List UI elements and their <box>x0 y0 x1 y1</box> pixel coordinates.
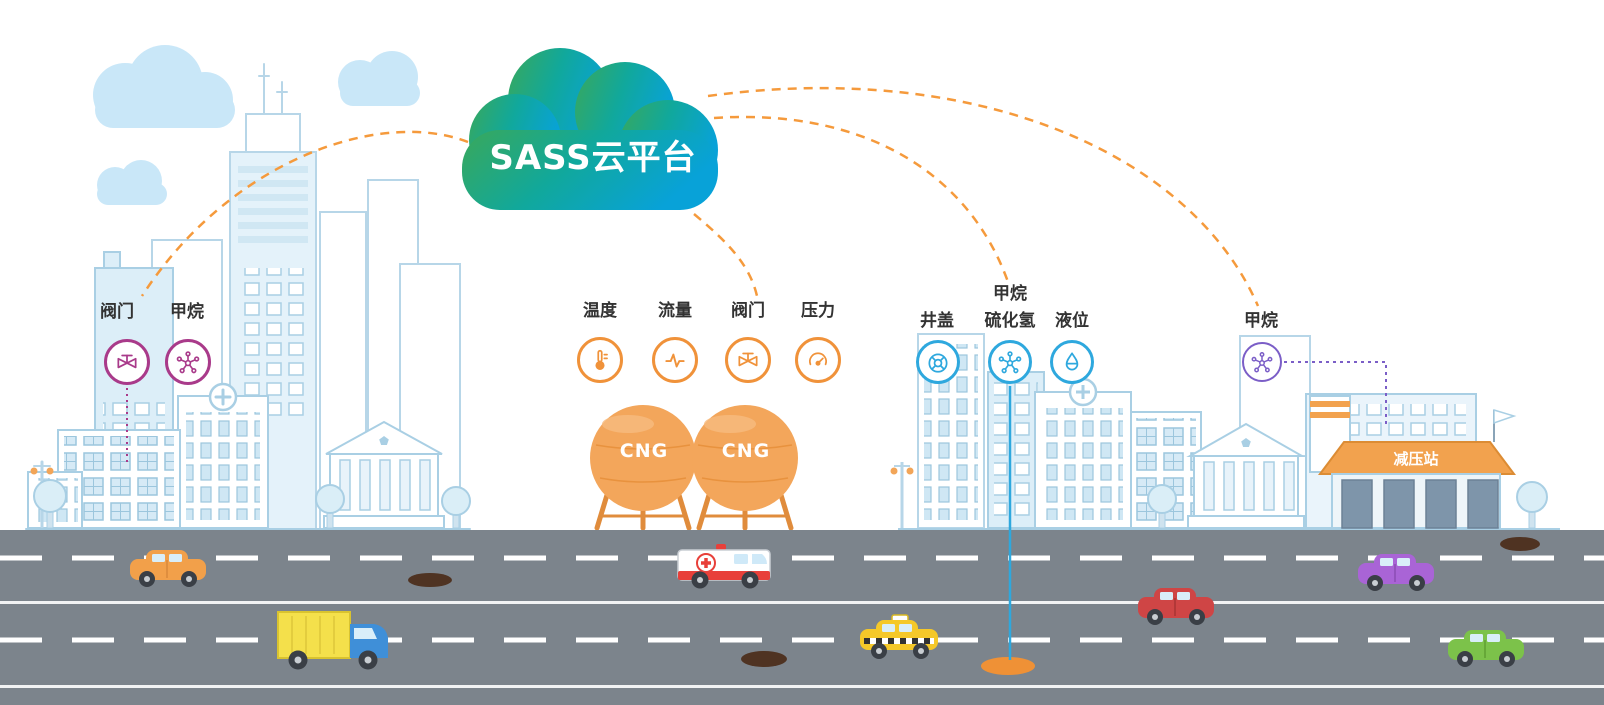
temperature-label: 温度 <box>583 301 617 321</box>
beacon-light <box>716 544 726 550</box>
pressure-sensor <box>795 337 841 383</box>
pressure-gauge-icon <box>809 352 827 366</box>
pressure-label: 压力 <box>801 301 835 321</box>
flow-label: 流量 <box>658 301 692 321</box>
ambulance <box>677 544 771 589</box>
lane-line-solid <box>0 685 1604 688</box>
red-car <box>1138 588 1214 625</box>
methane-label-right: 甲烷 <box>993 284 1027 304</box>
cng-tank-label-right: CNG <box>721 440 771 462</box>
star-ornament <box>1241 438 1251 447</box>
methane-molecule-icon <box>176 351 200 374</box>
methane-h2s-sensor <box>988 340 1032 384</box>
sky-cloud-small <box>97 160 167 205</box>
flow-sensor <box>652 337 698 383</box>
station-building-label: 减压站 <box>1393 450 1439 468</box>
link-to-city-left <box>140 130 469 297</box>
link-to-city-right <box>713 115 1010 283</box>
valve-sensor-left <box>104 339 150 385</box>
methane-sensor-station <box>1242 342 1282 382</box>
manhole-cover <box>408 573 452 587</box>
manhole-cover-icon <box>928 353 948 373</box>
liquid-level-sensor <box>1050 340 1094 384</box>
vehicles <box>130 544 1524 670</box>
methane-label-left: 甲烷 <box>170 302 204 322</box>
methane-molecule-icon <box>1251 352 1273 373</box>
green-car <box>1448 630 1524 667</box>
temperature-sensor <box>577 337 623 383</box>
star-ornament <box>379 436 389 445</box>
orange-car <box>130 550 206 587</box>
flag <box>1493 408 1517 425</box>
left-city-skyline <box>25 63 471 531</box>
station-door <box>1467 479 1499 529</box>
saas-cloud-shape <box>462 48 718 210</box>
sensor-connector-lines <box>126 361 1387 660</box>
purple-car <box>1358 554 1434 591</box>
cloud-link-curves <box>140 86 1260 307</box>
monitored-manhole-cover <box>981 657 1035 675</box>
station-door <box>1383 479 1415 529</box>
methane-molecule-icon <box>998 351 1022 374</box>
link-to-cng-station <box>693 213 759 297</box>
taxi <box>860 614 938 659</box>
flow-meter-icon <box>665 353 685 368</box>
road <box>0 530 1604 705</box>
valve-label-left: 阀门 <box>100 302 134 322</box>
pressure-station-building <box>1305 393 1517 529</box>
street-lamp <box>890 462 914 528</box>
methane-sensor-left <box>165 339 211 385</box>
station-door <box>1341 479 1373 529</box>
valve-icon <box>117 354 137 369</box>
manhole-cover <box>741 651 787 667</box>
lane-line-solid <box>0 601 1604 604</box>
valve-label-cng: 阀门 <box>731 301 765 321</box>
manhole-sensor <box>916 340 960 384</box>
trees-left <box>33 479 471 529</box>
station-door <box>1425 479 1457 529</box>
link-to-pressure-station <box>707 86 1260 307</box>
trees-right <box>1147 481 1548 529</box>
sky-cloud-mid <box>338 51 420 106</box>
cng-tank-label-left: CNG <box>619 440 669 462</box>
manhole-cover <box>1500 537 1540 551</box>
yellow-truck <box>277 611 388 670</box>
liquid-level-icon <box>1065 352 1079 371</box>
cng-tanks <box>590 405 798 531</box>
thermometer-icon <box>595 349 608 370</box>
level-label: 液位 <box>1055 311 1089 331</box>
methane-label-station: 甲烷 <box>1244 311 1278 331</box>
h2s-label: 硫化氢 <box>984 311 1036 331</box>
sky-clouds <box>93 45 420 205</box>
cloud-platform-title: SASS云平台 <box>489 138 697 178</box>
valve-icon <box>738 352 758 367</box>
valve-sensor-cng <box>725 337 771 383</box>
manhole-label: 井盖 <box>920 311 954 331</box>
sky-cloud-left <box>93 45 235 128</box>
